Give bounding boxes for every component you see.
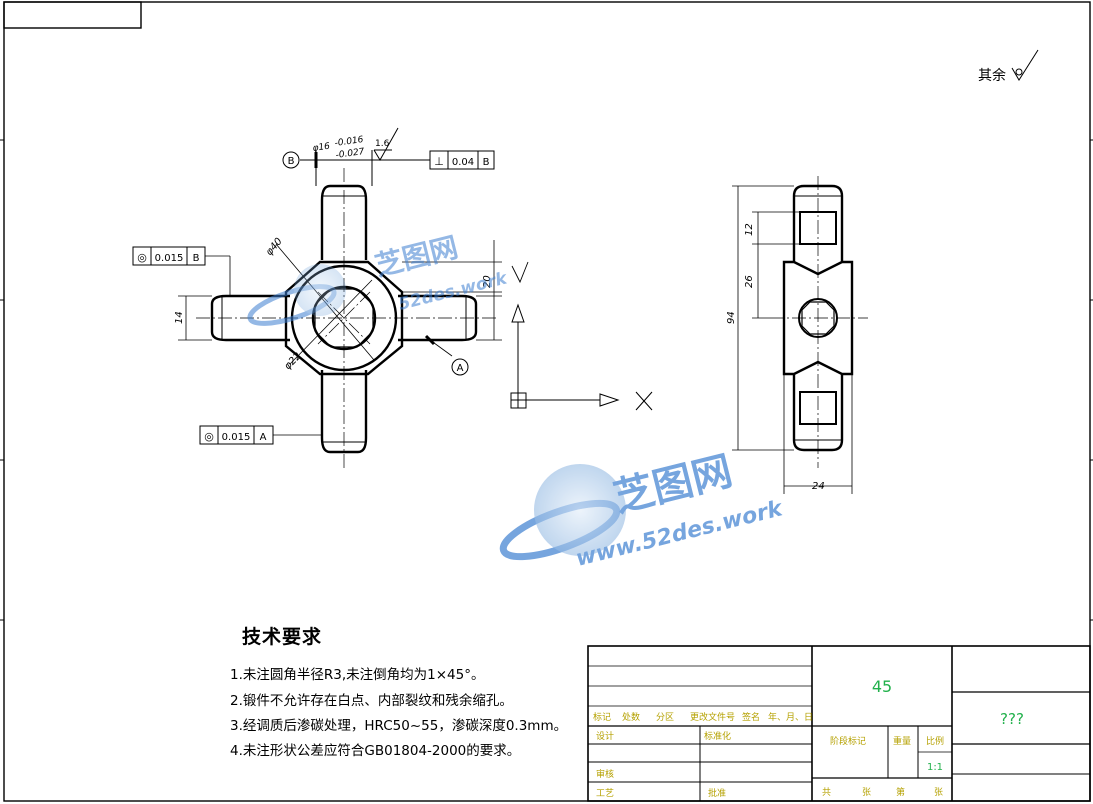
header-box xyxy=(3,1,142,29)
tolerance-lower-label: -0.027 xyxy=(335,147,365,161)
svg-text:年、月、日: 年、月、日 xyxy=(768,711,813,723)
scale-value: 1:1 xyxy=(927,762,943,773)
svg-text:A: A xyxy=(260,432,267,443)
tech-requirement-item: 2.锻件不允许存在白点、内部裂纹和残余缩孔。 xyxy=(230,693,513,709)
tech-requirement-item: 1.未注圆角半径R3,未注倒角均为1×45°。 xyxy=(230,667,485,683)
dim-24: 24 xyxy=(812,481,825,492)
svg-text:◎: ◎ xyxy=(137,251,147,264)
roughness-symbol-icon xyxy=(1011,49,1039,81)
svg-text:B: B xyxy=(288,156,295,167)
revision-header-row: 标记 处数 分区 更改文件号 签名 年、月、日 xyxy=(593,711,813,723)
material-label: 45 xyxy=(872,677,892,696)
tech-requirement-item: 4.未注形状公差应符合GB01804-2000的要求。 xyxy=(230,743,521,759)
svg-text:分区: 分区 xyxy=(656,712,674,723)
process-label: 工艺 xyxy=(596,788,614,799)
svg-text:标记: 标记 xyxy=(593,711,611,723)
title-block xyxy=(587,645,1091,802)
watermark-center: 芝图网 www.52des.work xyxy=(499,448,786,572)
concentricity-frame-bottom: ◎ 0.015 A xyxy=(199,425,274,445)
roughness-value-top: 1.6 xyxy=(375,139,390,149)
sheet-border xyxy=(3,1,1091,802)
svg-text:⊥: ⊥ xyxy=(434,155,444,168)
dim-20: 20 xyxy=(482,275,493,288)
svg-text:处数: 处数 xyxy=(622,711,640,723)
design-label: 设计 xyxy=(596,730,614,742)
watermark-url-top: 52des.work xyxy=(396,268,510,315)
standardize-label: 标准化 xyxy=(704,730,731,742)
side-view xyxy=(732,176,868,494)
sheet-unit2-label: 张 xyxy=(934,787,943,798)
dim-26: 26 xyxy=(744,275,755,288)
tech-requirements-title: 技术要求 xyxy=(242,626,323,648)
dim-12: 12 xyxy=(744,223,755,236)
sheets-unit-label: 张 xyxy=(862,787,871,798)
drawing-name-label: ??? xyxy=(1000,710,1024,728)
svg-text:0.04: 0.04 xyxy=(452,157,474,168)
ucs-axis xyxy=(510,303,653,411)
dim-phi40: φ40 xyxy=(264,236,285,258)
sheets-total-label: 共 xyxy=(822,787,831,798)
dim-phi22: φ22 xyxy=(282,351,303,372)
svg-text:更改文件号: 更改文件号 xyxy=(690,711,735,723)
sheet-no-label: 第 xyxy=(896,786,905,798)
weight-label: 重量 xyxy=(893,735,911,747)
stage-mark-label: 阶段标记 xyxy=(830,735,866,747)
tolerance-upper-label: -0.016 xyxy=(334,135,364,149)
dim-14: 14 xyxy=(174,311,185,324)
svg-text:A: A xyxy=(457,363,464,374)
datum-b-badge: B xyxy=(282,151,300,169)
svg-text:0.015: 0.015 xyxy=(155,253,184,264)
scale-label: 比例 xyxy=(926,735,944,747)
svg-text:B: B xyxy=(193,253,200,264)
rest-roughness-label: 其余 xyxy=(978,67,1006,84)
approve-label: 批准 xyxy=(708,787,726,799)
concentricity-frame-left: ◎ 0.015 B xyxy=(132,246,206,266)
dim-94: 94 xyxy=(726,311,737,324)
diameter-tolerance-label: φ16 xyxy=(312,142,331,154)
svg-text:0.015: 0.015 xyxy=(222,432,251,443)
watermark-brand-top: 芝图网 xyxy=(372,230,462,282)
svg-text:B: B xyxy=(483,157,490,168)
front-view xyxy=(178,127,529,470)
tech-requirement-item: 3.经调质后渗碳处理，HRC50~55，渗碳深度0.3mm。 xyxy=(230,718,568,734)
svg-text:◎: ◎ xyxy=(204,430,214,443)
perpendicularity-frame: ⊥ 0.04 B xyxy=(429,150,495,170)
svg-text:签名: 签名 xyxy=(742,711,760,723)
datum-a-badge: A xyxy=(451,358,469,376)
review-label: 审核 xyxy=(596,768,614,780)
